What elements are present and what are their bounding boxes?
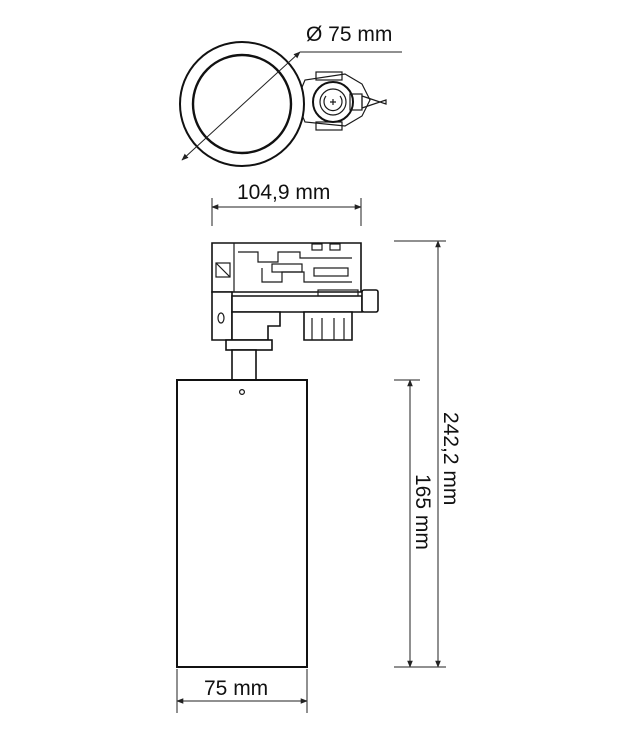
clamp-knob-end	[361, 289, 379, 313]
spot-body	[176, 379, 308, 668]
side-view-adapter	[211, 242, 379, 381]
side-screw	[217, 312, 225, 324]
contact-slot-1	[311, 243, 323, 251]
adapter-stem-mount	[231, 311, 281, 341]
adapter-housing	[211, 242, 362, 293]
body-width-dimension: 75 mm	[176, 669, 308, 713]
body-diameter-label: 75 mm	[204, 677, 268, 700]
rotary-knob-inner	[319, 88, 347, 116]
body-height-label: 165 mm	[411, 474, 434, 550]
channel-upper	[238, 251, 352, 263]
stem-collar	[225, 339, 273, 351]
rotary-knob-cross	[330, 99, 336, 105]
rotary-knob-outer	[312, 81, 354, 123]
height-dimensions: 242,2 mm 165 mm	[394, 240, 462, 668]
adapter-tab-top	[315, 71, 343, 81]
contact-slot-3	[271, 263, 303, 273]
body-screw	[239, 389, 246, 396]
pointer-end	[378, 99, 387, 105]
cylinder-body	[176, 379, 308, 668]
terminal-box-diagonal	[215, 262, 231, 278]
contact-slot-2	[329, 243, 341, 251]
top-view: Ø 75 mm	[179, 23, 402, 167]
pointer-tip-icon	[361, 95, 382, 109]
total-height-label: 242,2 mm	[439, 412, 462, 505]
rotary-knob-arrow	[323, 95, 343, 112]
adapter-width-label: 104,9 mm	[237, 181, 330, 204]
lamp-ring-inner	[191, 53, 293, 155]
contact-slot-4	[313, 267, 349, 277]
adapter-width-dimension: 104,9 mm	[211, 181, 362, 226]
diameter-dimension-line	[181, 51, 301, 161]
rotary-knob-side	[303, 311, 353, 341]
stem-neck	[231, 349, 257, 381]
adapter-clamp-bar	[231, 295, 363, 313]
clamp-rail	[317, 289, 359, 297]
terminal-box	[215, 262, 231, 278]
top-diameter-label: Ø 75 mm	[306, 23, 392, 46]
adapter-side-block	[211, 291, 233, 341]
